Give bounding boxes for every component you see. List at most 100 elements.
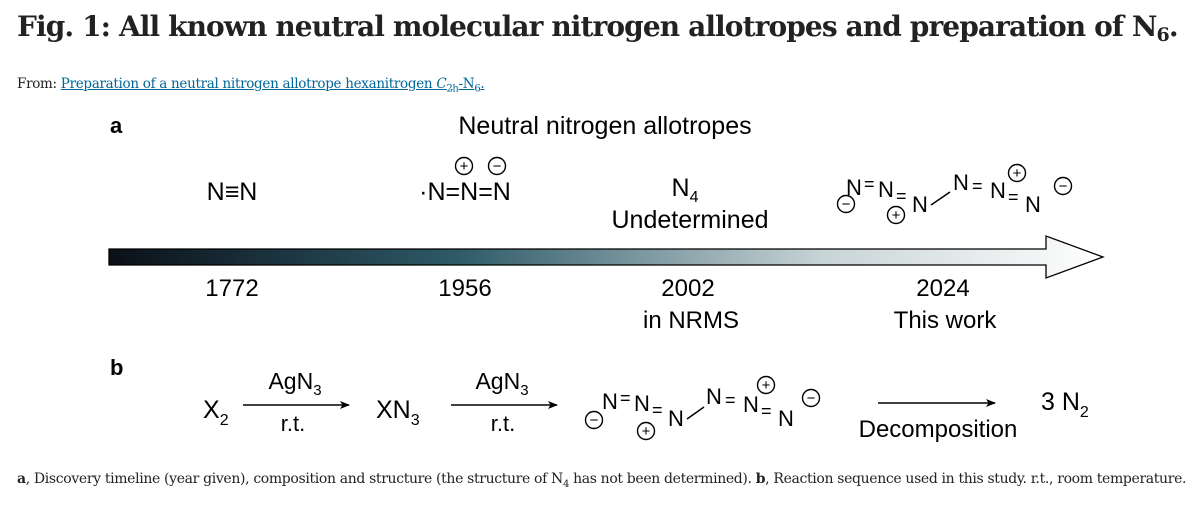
caption-a-text-end: has not been determined).	[568, 471, 756, 487]
svg-text:+: +	[642, 423, 651, 440]
timeline-year-1772: 1772	[205, 275, 258, 302]
figure-graphic: a Neutral nitrogen allotropes N≡N ·N=N=N…	[108, 112, 1105, 443]
n6b-plus-charge-left: +	[636, 421, 656, 441]
dinitrogen-formula: N≡N	[207, 178, 258, 206]
title-subscript: 6	[1156, 24, 1170, 46]
n6a-atom-1: N	[846, 175, 862, 200]
x2-subscript: 2	[220, 412, 229, 429]
step1-reagent-sub: 3	[313, 382, 321, 399]
figure-title: Fig. 1: All known neutral molecular nitr…	[17, 10, 1179, 46]
caption-a-text: , Discovery timeline (year given), compo…	[25, 471, 564, 487]
n6b-plus-charge-right: +	[756, 375, 776, 395]
step2-reagent-text: AgN	[475, 368, 520, 394]
timeline-note-2002: in NRMS	[643, 307, 739, 334]
source-article-link[interactable]: Preparation of a neutral nitrogen allotr…	[60, 76, 485, 95]
n6b-single-bond	[686, 406, 705, 420]
svg-text:+: +	[460, 158, 469, 175]
step1-reagent: AgN3	[268, 368, 321, 399]
timeline-year-1956: 1956	[438, 275, 491, 302]
n6b-atom-5: N	[743, 392, 759, 417]
n4-symbol: N	[672, 174, 690, 202]
link-text-end: -N	[458, 76, 475, 92]
step2-reagent-sub: 3	[520, 382, 528, 399]
n6a-atom-6: N	[1025, 192, 1041, 217]
link-period: .	[480, 76, 485, 92]
caption-a-label: a	[17, 471, 26, 487]
n6b-atom-2: N	[634, 391, 650, 416]
svg-text:−: −	[842, 196, 851, 213]
panel-a-heading: Neutral nitrogen allotropes	[458, 112, 751, 140]
xn3-subscript: 3	[411, 412, 420, 429]
n6a-bond-2: =	[896, 186, 907, 206]
step1-reagent-text: AgN	[268, 368, 313, 394]
caption-a-subscript: 4	[562, 478, 569, 490]
n6a-minus-charge-right: −	[1053, 176, 1073, 196]
n6b-bond-4: =	[761, 401, 772, 421]
azide-minus-charge: −	[487, 156, 507, 176]
panel-b-label: b	[110, 355, 123, 380]
product-subscript: 2	[1080, 404, 1089, 421]
product-n2: 3 N2	[1041, 388, 1089, 421]
step2-condition: r.t.	[491, 411, 515, 436]
product-text: 3 N	[1041, 388, 1080, 416]
intermediate-xn3: XN3	[376, 396, 420, 429]
n4-status: Undetermined	[611, 206, 768, 234]
n6a-atom-4: N	[953, 170, 969, 195]
n6a-plus-charge-right: +	[1007, 163, 1027, 183]
panel-a-label: a	[110, 113, 123, 138]
figure-caption: a, Discovery timeline (year given), comp…	[17, 466, 1187, 493]
n6b-atom-4: N	[706, 384, 722, 409]
n6b-atom-3: N	[668, 406, 684, 431]
timeline-arrow	[108, 235, 1105, 279]
svg-text:+: +	[1013, 165, 1022, 182]
title-period: .	[1168, 10, 1179, 43]
from-label: From:	[17, 76, 61, 92]
n6b-bond-1: =	[620, 388, 631, 408]
caption-b-label: b	[755, 471, 766, 487]
n6b-bond-2: =	[652, 400, 663, 420]
svg-text:−: −	[590, 412, 599, 429]
timeline-note-2024: This work	[894, 307, 998, 334]
source-line: From: Preparation of a neutral nitrogen …	[17, 76, 485, 95]
xn3-symbol: XN	[376, 396, 411, 424]
n6a-minus-charge-left: −	[836, 194, 856, 214]
n6b-minus-charge-right: −	[801, 388, 821, 408]
n6a-bond-3: =	[972, 176, 983, 196]
n6a-atom-2: N	[878, 177, 894, 202]
svg-text:+: +	[762, 377, 771, 394]
hexanitrogen-structure-a: N = N = N N = N = N − + +	[836, 163, 1073, 225]
n6a-atom-5: N	[990, 178, 1006, 203]
svg-text:+: +	[892, 207, 901, 224]
n6a-atom-3: N	[912, 192, 928, 217]
x2-symbol: X	[203, 396, 220, 424]
svg-text:−: −	[493, 158, 502, 175]
n6b-atom-6: N	[778, 406, 794, 431]
reactant-x2: X2	[203, 396, 229, 429]
decomposition-label: Decomposition	[859, 416, 1018, 443]
n6a-single-bond	[930, 191, 951, 206]
caption-b-text: , Reaction sequence used in this study. …	[765, 471, 1187, 487]
svg-text:−: −	[1059, 178, 1068, 195]
title-text: Fig. 1: All known neutral molecular nitr…	[17, 10, 1157, 43]
tetranitrogen-formula: N4	[672, 174, 699, 206]
step2-reagent: AgN3	[475, 368, 528, 399]
azide-plus-charge: +	[454, 156, 474, 176]
n6b-minus-charge-left: −	[584, 410, 604, 430]
n4-subscript: 4	[690, 189, 699, 206]
step1-condition: r.t.	[281, 411, 305, 436]
link-subscript: 2h	[446, 83, 459, 95]
azide-radical-formula: ·N=N=N	[419, 178, 511, 206]
n6b-bond-3: =	[725, 390, 736, 410]
n6a-plus-charge-left: +	[886, 205, 906, 225]
n6b-atom-1: N	[602, 389, 618, 414]
n6a-bond-1: =	[864, 174, 875, 194]
timeline-year-2002: 2002	[661, 275, 714, 302]
link-italic: C	[436, 76, 447, 92]
n6a-bond-4: =	[1008, 187, 1019, 207]
svg-text:−: −	[807, 390, 816, 407]
hexanitrogen-structure-b: N = N = N N = N = N − + +	[584, 375, 821, 441]
link-subscript-2: 6	[474, 83, 481, 95]
link-text: Preparation of a neutral nitrogen allotr…	[60, 76, 437, 92]
timeline-year-2024: 2024	[916, 275, 969, 302]
